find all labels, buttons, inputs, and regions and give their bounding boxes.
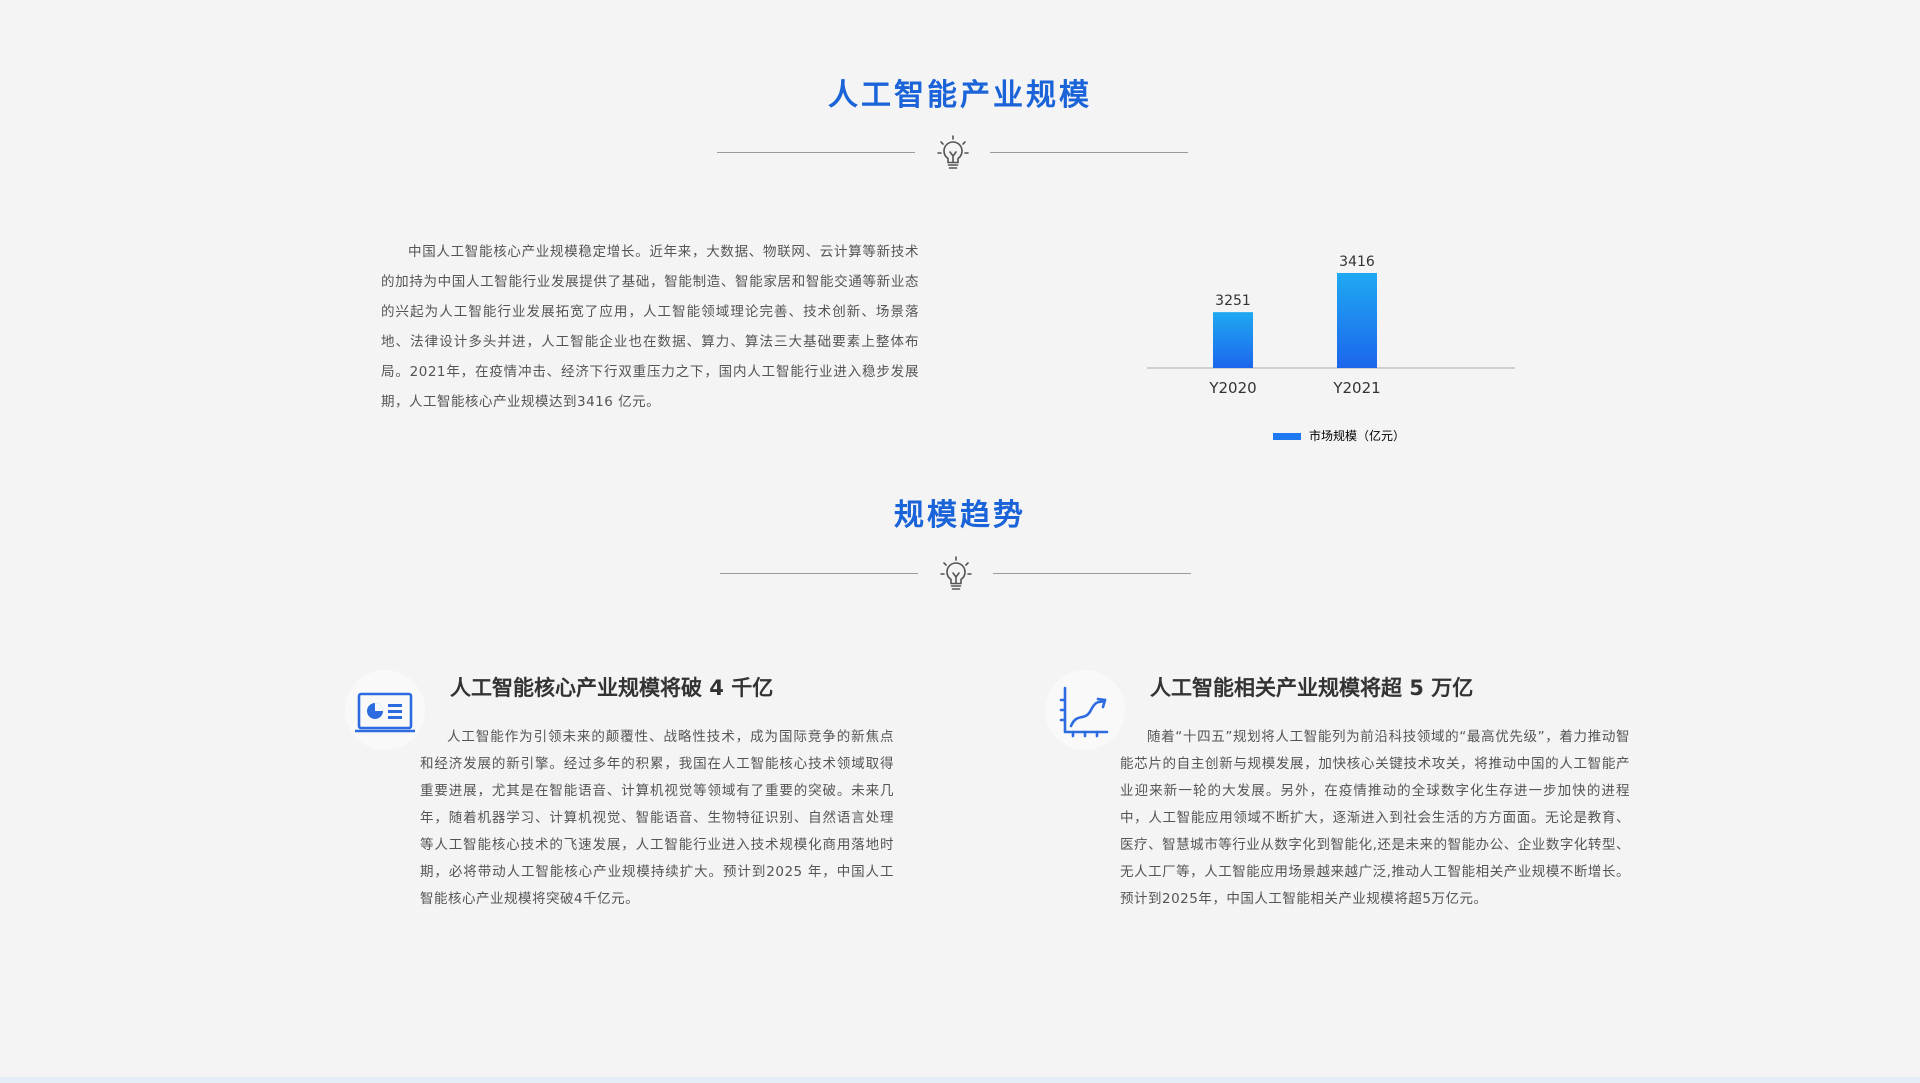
- legend-label: 市场规模（亿元）: [1309, 428, 1405, 443]
- presentation-chart-icon: [355, 692, 415, 733]
- bar-Y2020: [1213, 312, 1253, 368]
- card-text-core-industry: 人工智能作为引领未来的颠覆性、战略性技术，成为国际竞争的新焦点和经济发展的新引擎…: [420, 729, 894, 907]
- x-tick-Y2020: Y2020: [1208, 379, 1256, 397]
- industry-scale-paragraph: 中国人工智能核心产业规模稳定增长。近年来，大数据、物联网、云计算等新技术的加持为…: [381, 244, 919, 410]
- section-title-industry-scale: 人工智能产业规模: [828, 78, 1092, 113]
- card-icon-circle: [1045, 670, 1125, 750]
- divider-right-2: [993, 573, 1191, 574]
- bar-Y2021: [1337, 273, 1377, 368]
- card-title-related-industry: 人工智能相关产业规模将超 5 万亿: [1150, 676, 1474, 700]
- data-label-Y2021: 3416: [1339, 254, 1375, 270]
- card-icon-circle: [345, 670, 425, 750]
- lightbulb-icon: [940, 556, 972, 590]
- section-title-scale-trend: 规模趋势: [894, 498, 1026, 533]
- card-text-related-industry: 随着“十四五”规划将人工智能列为前沿科技领域的“最高优先级”，着力推动智能芯片的…: [1120, 729, 1630, 907]
- card-title-core-industry: 人工智能核心产业规模将破 4 千亿: [450, 676, 774, 700]
- data-label-Y2020: 3251: [1215, 293, 1251, 309]
- growth-chart-icon: [1059, 686, 1109, 738]
- divider-left: [717, 152, 915, 153]
- divider-left-2: [720, 573, 918, 574]
- legend-swatch: [1273, 433, 1301, 440]
- bottom-strip: [0, 1077, 1920, 1083]
- lightbulb-icon: [937, 135, 969, 169]
- divider-right: [990, 152, 1188, 153]
- x-tick-Y2021: Y2021: [1332, 379, 1380, 397]
